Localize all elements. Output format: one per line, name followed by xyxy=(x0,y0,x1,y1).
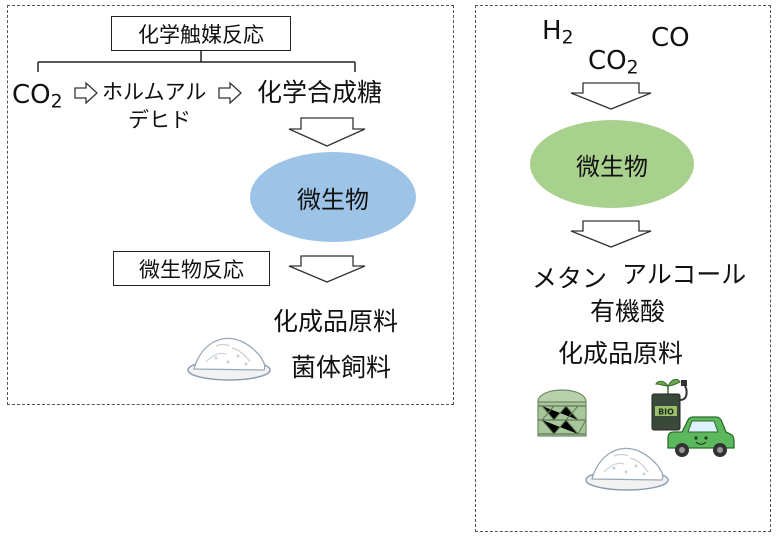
arrow-right-icon xyxy=(74,81,98,105)
bio-fuel-pump-icon: BIO xyxy=(651,378,688,431)
arrow-down-icon xyxy=(288,117,366,147)
arrow-down-icon xyxy=(570,220,652,248)
gas-tank-icon xyxy=(537,389,587,437)
arrow-right-icon xyxy=(218,81,242,105)
chemical-catalysis-box: 化学触媒反応 xyxy=(111,16,291,51)
green-car-icon xyxy=(667,416,735,457)
formaldehyde-line1: ホルムアル xyxy=(102,80,207,104)
product-methane: メタン xyxy=(532,264,608,293)
formaldehyde-line2: デヒド xyxy=(128,108,191,132)
left-panel xyxy=(7,5,454,405)
arrow-down-icon xyxy=(570,82,652,110)
left-product-cell-feed: 菌体飼料 xyxy=(291,353,392,382)
left-co2: CO2 xyxy=(12,80,63,113)
microbial-reaction-label: 微生物反応 xyxy=(139,257,244,282)
chemical-catalysis-label: 化学触媒反応 xyxy=(138,22,264,47)
arrow-down-icon xyxy=(288,255,366,283)
right-microbe-label: 微生物 xyxy=(576,152,648,181)
left-microbe-label: 微生物 xyxy=(297,185,369,214)
powder-pile-icon xyxy=(585,447,669,491)
left-microbe-ellipse: 微生物 xyxy=(250,152,416,242)
bio-label: BIO xyxy=(658,408,674,417)
product-chemical-raw: 化成品原料 xyxy=(558,339,684,368)
right-h2: H2 xyxy=(542,16,574,49)
synthetic-sugar: 化学合成糖 xyxy=(257,78,383,107)
product-alcohol: アルコール xyxy=(622,260,747,289)
right-microbe-ellipse: 微生物 xyxy=(530,120,694,208)
product-organic-acid: 有機酸 xyxy=(590,297,666,326)
right-co: CO xyxy=(651,23,690,53)
left-product-chemical-raw: 化成品原料 xyxy=(273,307,399,336)
right-panel xyxy=(475,5,771,532)
microbial-reaction-box: 微生物反応 xyxy=(113,251,270,286)
powder-pile-icon xyxy=(187,337,271,381)
right-co2: CO2 xyxy=(588,46,639,79)
